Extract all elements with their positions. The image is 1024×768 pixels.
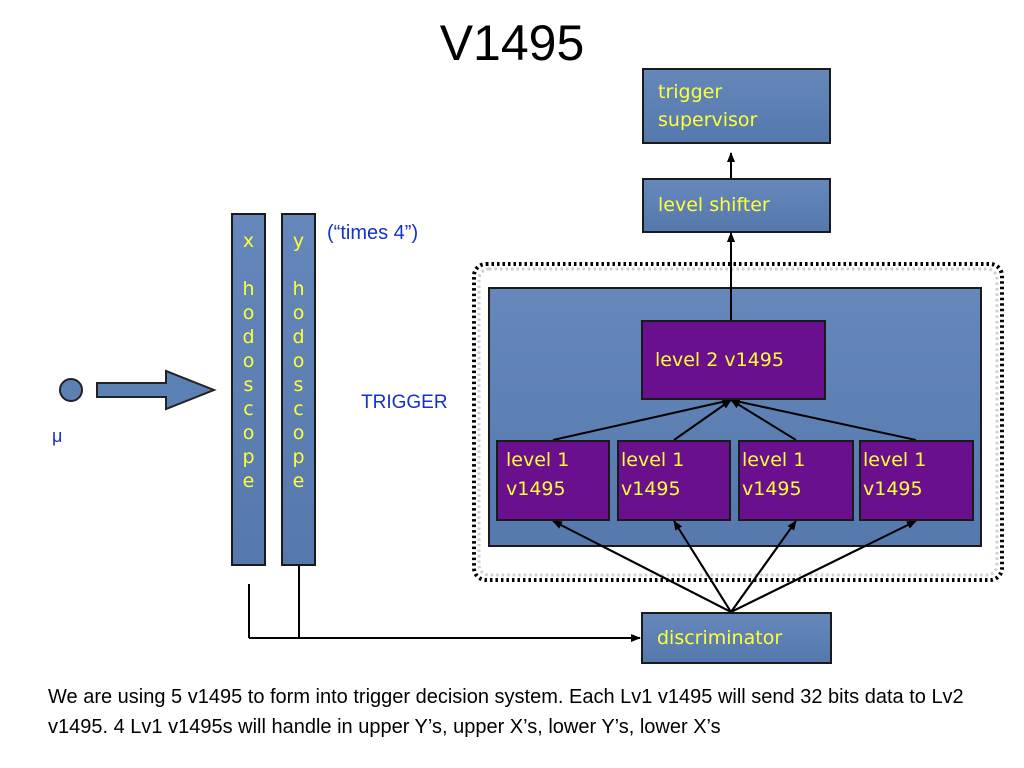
times-four-note: (“times 4”) [327,222,419,244]
caption: We are using 5 v1495 to form into trigge… [48,686,964,738]
muon-circle [59,378,83,402]
level1-label-3: level 1 v1495 [742,449,806,500]
level1-label-1: level 1 v1495 [506,449,570,500]
level-shifter-box: level shifter [642,178,831,233]
level2-v1495-box: level 2 v1495 [641,320,826,400]
level1-label-4: level 1 v1495 [863,449,927,500]
level1-v1495-box-4: level 1 v1495 [859,440,974,521]
level1-v1495-box-3: level 1 v1495 [738,440,854,521]
level2-v1495-label: level 2 v1495 [655,349,784,371]
beam-arrow [96,369,217,411]
trigger-supervisor-box: trigger supervisor [642,68,831,144]
level1-v1495-box-2: level 1 v1495 [617,440,731,521]
discriminator-box: discriminator [641,612,832,664]
discriminator-label: discriminator [657,627,783,649]
trigger-supervisor-label: trigger supervisor [658,81,758,131]
muon-label: μ [52,426,63,446]
level1-v1495-box-1: level 1 v1495 [496,440,610,521]
level1-label-2: level 1 v1495 [621,449,685,500]
level-shifter-label: level shifter [658,194,770,216]
page-title: V1495 [439,15,585,71]
trigger-label: TRIGGER [361,392,448,413]
